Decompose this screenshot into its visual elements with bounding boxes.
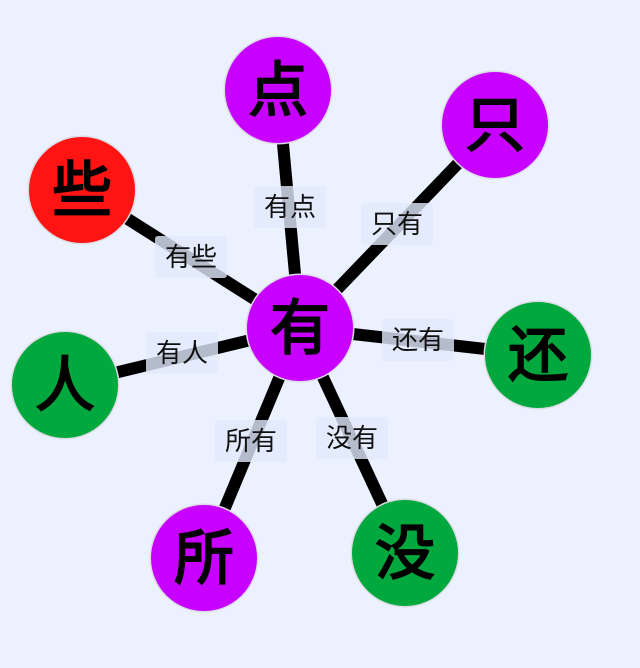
edge-label-text: 有些: [165, 243, 217, 273]
edge-label-ren: 有人: [146, 332, 218, 374]
edge-label-text: 所有: [225, 427, 277, 457]
node-circle: [247, 275, 353, 381]
node-mei[interactable]: 没: [350, 498, 460, 608]
node-label: 有: [270, 294, 330, 364]
edge-label-bg: [254, 186, 326, 228]
edge-label-hai: 还有: [382, 319, 454, 361]
node-circle: [29, 137, 135, 243]
edge-label-bg: [215, 420, 287, 462]
edge-label-bg: [382, 319, 454, 361]
node-circle: [151, 505, 257, 611]
edge-label-text: 有人: [156, 339, 208, 369]
edge-label-text: 没有: [326, 424, 378, 454]
edge-label-xie: 有些: [155, 236, 227, 278]
edge-label-text: 只有: [371, 210, 423, 240]
node-label: 还: [508, 321, 568, 391]
edge-label-zhi: 只有: [361, 203, 433, 245]
node-label: 些: [52, 156, 112, 226]
node-circle: [12, 332, 118, 438]
edge-label-bg: [361, 203, 433, 245]
node-xie[interactable]: 些: [27, 135, 137, 245]
edge-label-mei: 没有: [316, 417, 388, 459]
edge-label-text: 有点: [264, 193, 316, 223]
node-label: 只: [465, 91, 525, 161]
node-circle: [485, 302, 591, 408]
node-circle: [225, 37, 331, 143]
node-circle: [352, 500, 458, 606]
node-ren[interactable]: 人: [10, 330, 120, 440]
node-center[interactable]: 有: [245, 273, 355, 383]
edge-label-text: 还有: [392, 326, 444, 356]
edge-label-suo: 所有: [215, 420, 287, 462]
edge-label-bg: [146, 332, 218, 374]
node-label: 点: [248, 56, 308, 126]
edge-label-dian: 有点: [254, 186, 326, 228]
node-suo[interactable]: 所: [149, 503, 259, 613]
node-label: 所: [174, 524, 234, 594]
node-dian[interactable]: 点: [223, 35, 333, 145]
edge-label-bg: [155, 236, 227, 278]
node-hai[interactable]: 还: [483, 300, 593, 410]
node-zhi[interactable]: 只: [440, 70, 550, 180]
node-label: 没: [375, 519, 435, 589]
edge-label-bg: [316, 417, 388, 459]
node-circle: [442, 72, 548, 178]
node-label: 人: [35, 351, 95, 421]
